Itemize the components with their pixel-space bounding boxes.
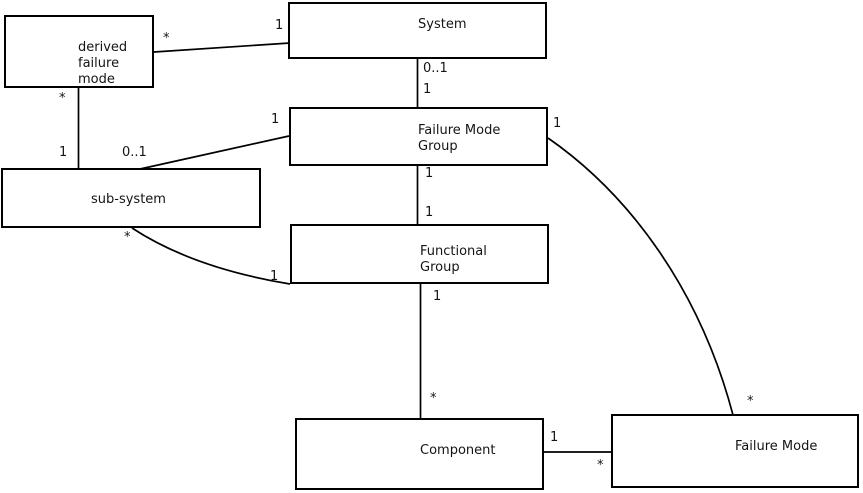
multiplicity-label: 1 [550,430,559,445]
node-label: Functional Group [420,244,487,276]
node-label: sub-system [91,192,166,207]
multiplicity-label: * [430,391,437,406]
multiplicity-label: * [597,458,604,473]
node-component: Component [295,418,544,490]
node-label-line: Functional [420,244,487,259]
node-label: Failure Mode Group [418,123,500,155]
node-label-line: Group [418,139,458,154]
node-label: Component [420,443,496,458]
multiplicity-label: 1 [425,205,434,220]
node-label: System [418,17,467,32]
node-label: derived failure mode [78,40,127,88]
node-functional-group: Functional Group [290,224,549,284]
multiplicity-label: 1 [433,289,442,304]
node-label-line: Group [420,260,460,275]
multiplicity-label: 1 [59,145,68,160]
multiplicity-label: * [747,394,754,409]
node-failure-mode: Failure Mode [611,414,859,488]
node-label-line: failure [78,56,120,71]
node-sub-system: sub-system [1,168,261,228]
relation-line-system-derived-failure-mode [153,42,291,53]
multiplicity-label: 1 [553,116,562,131]
node-system: System [288,2,547,59]
multiplicity-label: 1 [271,112,280,127]
relation-line-failure-mode-group-sub-system [139,135,290,170]
multiplicity-label: * [124,230,131,245]
node-label: Failure Mode [735,439,818,454]
multiplicity-label: * [59,91,66,106]
multiplicity-label: 1 [425,166,434,181]
multiplicity-label: 0..1 [423,61,448,76]
node-label-line: mode [78,72,115,87]
multiplicity-label: * [163,31,170,46]
relation-curve-sub-system-functional-group [131,227,291,285]
relation-curve-failure-mode-group-failure-mode [547,137,734,416]
multiplicity-label: 1 [275,18,284,33]
multiplicity-label: 1 [423,82,432,97]
multiplicity-label: 1 [270,269,279,284]
multiplicity-label: 0..1 [122,145,147,160]
node-label-line: derived [78,40,128,55]
node-failure-mode-group: Failure Mode Group [289,107,548,166]
node-label-line: Failure Mode [418,123,501,138]
node-derived-failure-mode: derived failure mode [4,15,154,88]
